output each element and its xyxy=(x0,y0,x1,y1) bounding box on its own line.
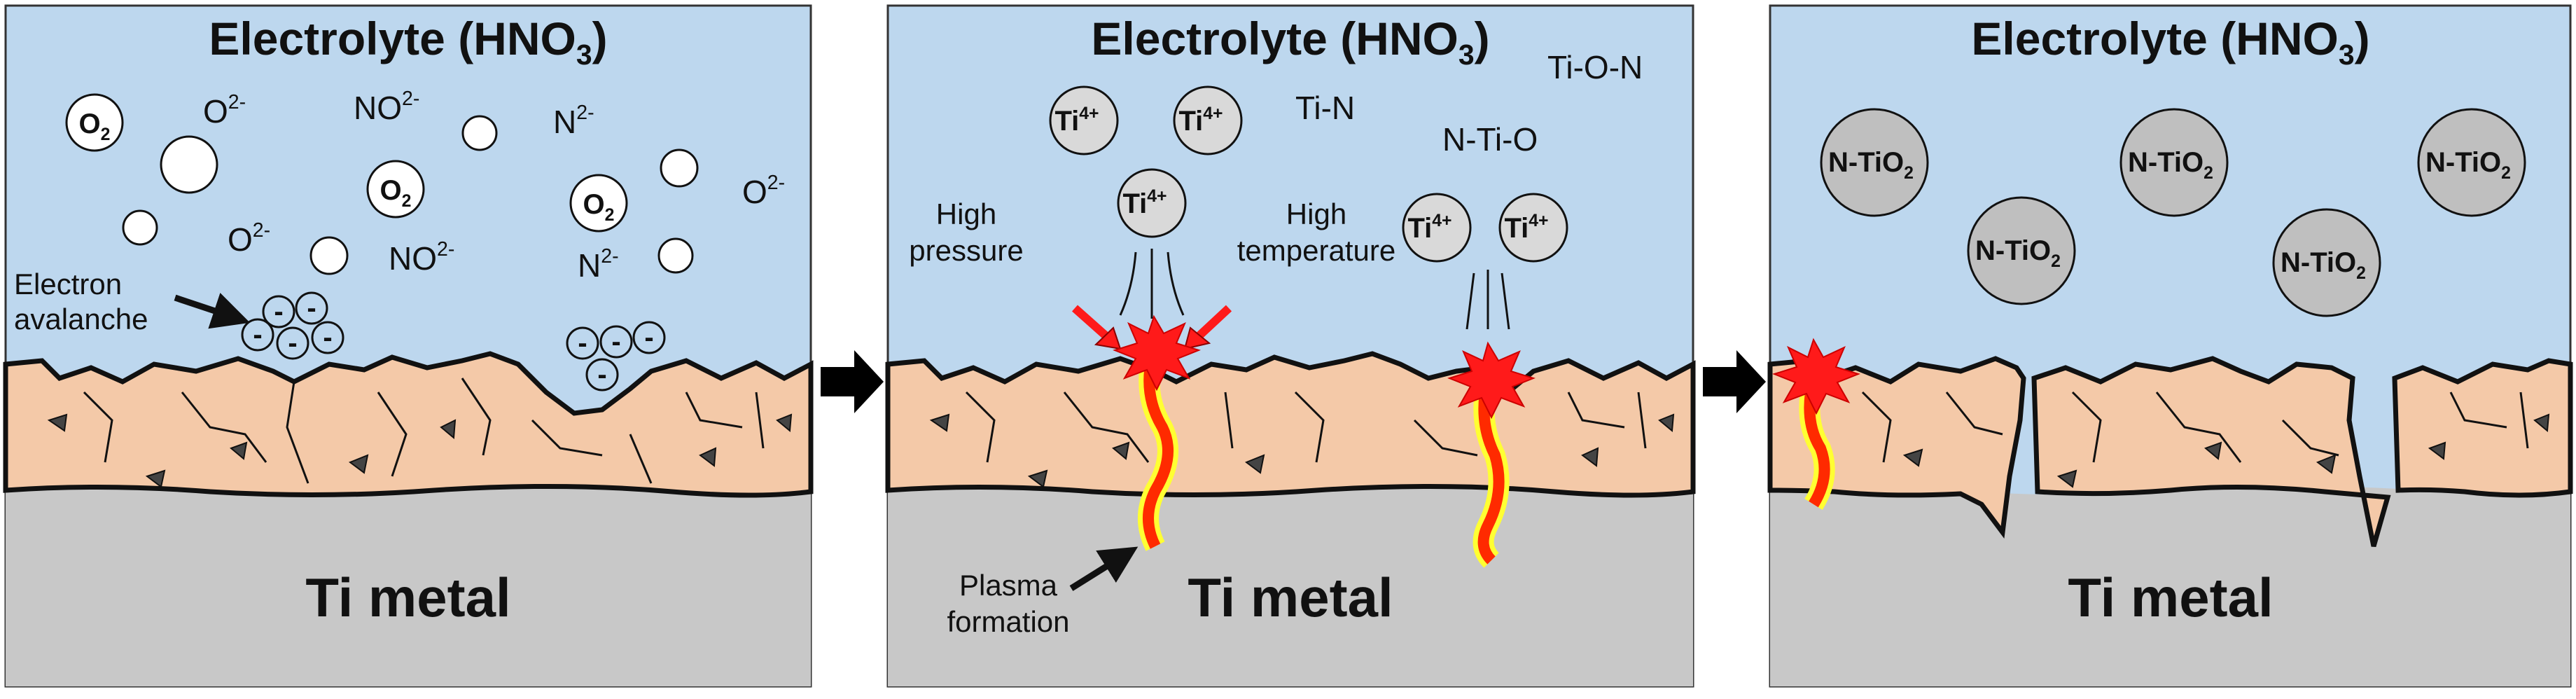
plasma-channel-right xyxy=(1447,341,1536,568)
ion-label: O2- xyxy=(742,172,785,210)
species-label: Ti-O-N xyxy=(1547,49,1643,85)
svg-text:N-TiO2: N-TiO2 xyxy=(2425,147,2511,183)
panel-2-title: Electrolyte (HNO3) xyxy=(1091,13,1489,71)
oxide-pores xyxy=(1902,413,2550,488)
ti-ion-badge: Ti4+ xyxy=(1049,85,1119,155)
n-tio2-particle: N-TiO2 xyxy=(2417,108,2526,217)
svg-text:O2: O2 xyxy=(583,189,615,225)
electron: - xyxy=(632,321,666,354)
oxide-segment xyxy=(1767,356,2026,539)
plasma-flow-lines xyxy=(1119,249,1510,330)
ti-ion-badge: Ti4+ xyxy=(1117,168,1187,238)
o2-badge: O2 xyxy=(366,160,425,219)
plasma-formation-line2: formation xyxy=(947,605,1069,638)
n-tio2-particle: N-TiO2 xyxy=(1820,108,1929,217)
electron-avalanche-label-line2: avalanche xyxy=(14,303,148,335)
electron: - xyxy=(262,295,295,328)
svg-text:-: - xyxy=(578,328,587,359)
electron-cluster-right: - - - - xyxy=(566,321,666,392)
svg-text:-: - xyxy=(274,296,283,327)
n-tio2-particle: N-TiO2 xyxy=(2119,108,2229,217)
ion-label: O2- xyxy=(203,91,246,130)
oxide-pores xyxy=(929,413,1675,488)
electron: - xyxy=(276,326,309,360)
spark-icon xyxy=(1447,341,1536,420)
ion-label: O2- xyxy=(228,219,270,258)
electron: - xyxy=(566,326,599,360)
high-pressure-line2: pressure xyxy=(909,234,1023,267)
panel-1-electron-avalanche: Electrolyte (HNO3) O2 O2 O2 O2- NO2- N2-… xyxy=(3,4,814,688)
svg-text:N-TiO2: N-TiO2 xyxy=(2128,147,2213,183)
electron: - xyxy=(585,358,619,392)
svg-text:-: - xyxy=(253,319,262,350)
svg-text:-: - xyxy=(323,322,332,353)
electron-cluster-left: - - - - - xyxy=(241,291,344,360)
svg-text:-: - xyxy=(644,322,653,353)
high-temperature-line2: temperature xyxy=(1237,234,1395,267)
ion-label: NO2- xyxy=(389,238,454,277)
high-temperature-line1: High xyxy=(1286,198,1346,230)
o2-badge: O2 xyxy=(569,174,628,233)
plasma-channel-left xyxy=(1113,314,1201,551)
pressure-arrows xyxy=(1072,305,1232,350)
species-label: Ti-N xyxy=(1295,90,1355,126)
svg-text:-: - xyxy=(307,293,316,324)
panel-2-plasma-discharge: Electrolyte (HNO3) Ti4+ Ti4+ Ti4+ Ti4+ T… xyxy=(885,4,1696,688)
oxide-pores xyxy=(47,413,793,488)
svg-text:-: - xyxy=(611,326,620,357)
o2-badge: O2 xyxy=(65,93,124,152)
electron-avalanche-label-line1: Electron xyxy=(14,268,122,300)
electron-avalanche-arrow xyxy=(174,293,251,329)
electron: - xyxy=(311,321,344,354)
ti-ion-badge: Ti4+ xyxy=(1173,85,1243,155)
ti-metal-region xyxy=(6,486,811,686)
panel-1-metal-label: Ti metal xyxy=(305,567,510,628)
panel-1-title: Electrolyte (HNO3) xyxy=(209,13,607,71)
pressure-arrow-left xyxy=(1072,305,1109,340)
svg-text:O2: O2 xyxy=(380,175,412,211)
plasma-channel-residual xyxy=(1772,338,1860,510)
panel-2-metal-label: Ti metal xyxy=(1188,567,1393,628)
ti-ion-badge: Ti4+ xyxy=(1402,193,1472,263)
step-arrow-1 xyxy=(821,350,884,413)
spark-icon xyxy=(1772,338,1860,415)
ti-ion-badge: Ti4+ xyxy=(1498,193,1568,263)
plasma-formation-line1: Plasma xyxy=(959,569,1058,602)
svg-text:O2: O2 xyxy=(79,109,111,144)
plasma-formation-arrow xyxy=(1069,546,1139,591)
svg-text:N-TiO2: N-TiO2 xyxy=(1828,147,1914,183)
electron: - xyxy=(599,325,633,359)
ion-label: N2- xyxy=(553,102,594,140)
step-arrow-2 xyxy=(1703,350,1766,413)
n-tio2-particle: N-TiO2 xyxy=(1967,196,2076,305)
high-pressure-line1: High xyxy=(936,198,996,230)
pressure-arrow-right xyxy=(1195,305,1232,340)
panel-3-metal-label: Ti metal xyxy=(2068,567,2273,628)
svg-text:Ti4+: Ti4+ xyxy=(1178,104,1223,137)
oxide-cracks xyxy=(965,391,1647,463)
svg-text:-: - xyxy=(288,328,297,359)
oxide-layer xyxy=(3,351,814,498)
panel-3-n-tio2-formation: Electrolyte (HNO3) N-TiO2 N-TiO2 N-TiO2 … xyxy=(1767,4,2573,688)
ion-label: N2- xyxy=(578,245,619,284)
species-label: N-Ti-O xyxy=(1442,121,1538,158)
spark-icon xyxy=(1113,314,1201,392)
gas-bubbles xyxy=(122,115,699,275)
oxide-segment xyxy=(2392,358,2573,498)
electron: - xyxy=(295,291,328,325)
svg-text:N-TiO2: N-TiO2 xyxy=(1975,235,2061,271)
svg-text:Ti4+: Ti4+ xyxy=(1122,187,1167,219)
svg-text:Ti4+: Ti4+ xyxy=(1054,104,1099,137)
electron: - xyxy=(241,318,274,352)
svg-text:-: - xyxy=(597,359,606,390)
svg-text:N-TiO2: N-TiO2 xyxy=(2281,247,2366,283)
svg-text:Ti4+: Ti4+ xyxy=(1407,212,1451,244)
n-tio2-particle: N-TiO2 xyxy=(2272,208,2381,317)
svg-text:Ti4+: Ti4+ xyxy=(1504,212,1548,244)
ion-label: NO2- xyxy=(354,88,419,126)
oxide-cracks xyxy=(1861,391,2529,463)
panel-3-title: Electrolyte (HNO3) xyxy=(1971,13,2369,71)
oxide-cracks xyxy=(83,378,765,484)
